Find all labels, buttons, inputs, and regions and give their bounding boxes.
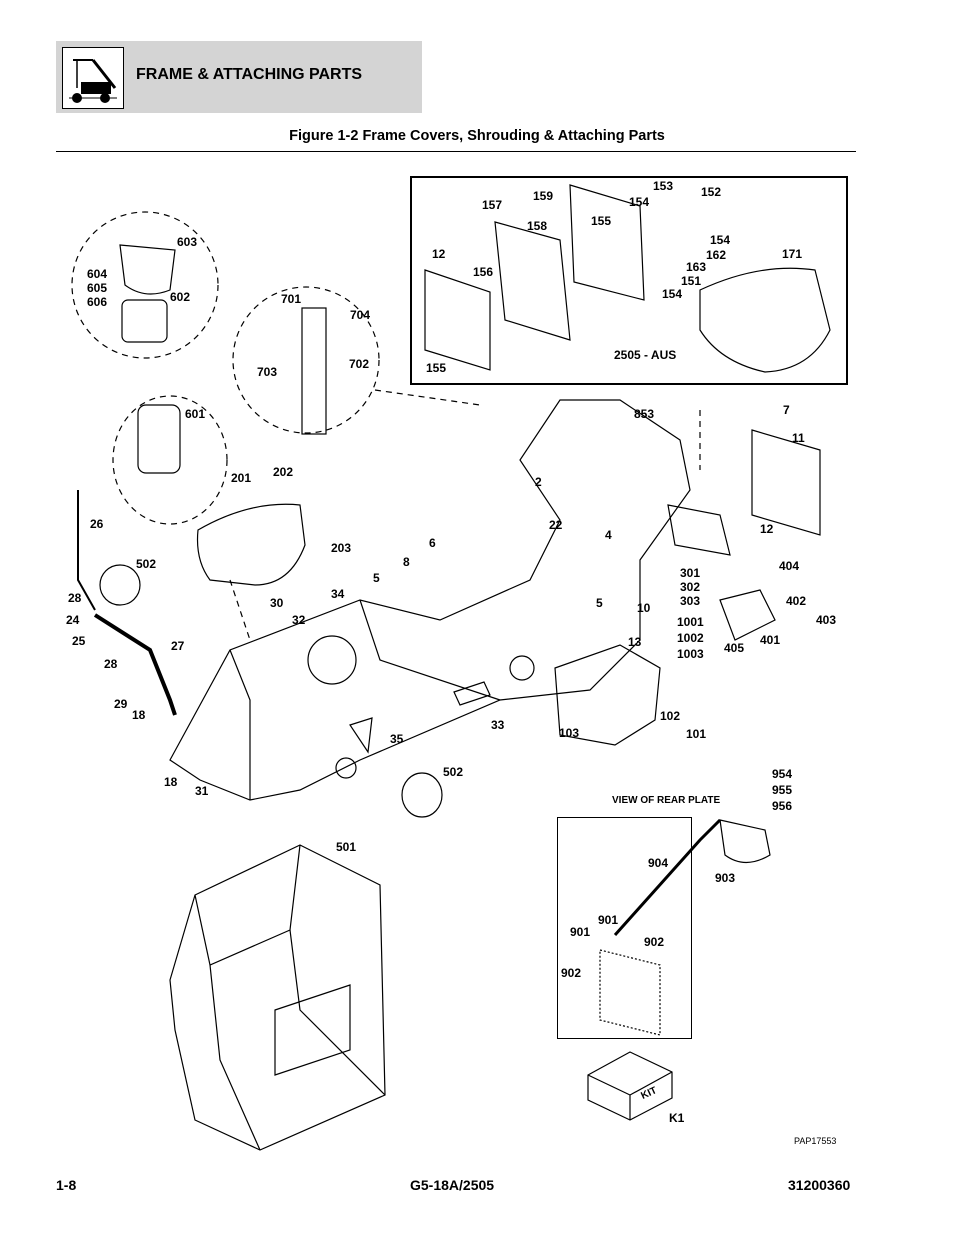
callout-label: 22	[549, 518, 563, 532]
callout-label: 604	[87, 267, 108, 281]
callout-label: 301	[680, 566, 701, 580]
inset-aus-rear-plate	[410, 176, 848, 385]
callout-label: 153	[653, 179, 674, 193]
callout-label: 902	[644, 935, 665, 949]
callout-label: 502	[136, 557, 157, 571]
callout-label: 28	[68, 591, 82, 605]
callout-label: 12	[432, 247, 446, 261]
callout-label: 502	[443, 765, 464, 779]
callout-label: 902	[561, 966, 582, 980]
callout-label: 154	[662, 287, 683, 301]
callout-label: 4	[605, 528, 612, 542]
callout-label: 702	[349, 357, 370, 371]
callout-label: 956	[772, 799, 793, 813]
callout-label: 404	[779, 559, 800, 573]
callout-label: 10	[637, 601, 651, 615]
callout-label: 901	[570, 925, 591, 939]
callout-label: 402	[786, 594, 807, 608]
callout-label: 203	[331, 541, 352, 555]
callout-label: 159	[533, 189, 554, 203]
inset-rear-plate-view	[557, 817, 692, 1039]
title-rule	[56, 151, 856, 152]
telehandler-icon	[62, 47, 124, 109]
callout-label: 701	[281, 292, 302, 306]
callout-label: 18	[164, 775, 178, 789]
callout-label: 303	[680, 594, 701, 608]
callout-label: 33	[491, 718, 505, 732]
callout-label: 201	[231, 471, 252, 485]
inset-caption-rear-plate: VIEW OF REAR PLATE	[612, 795, 721, 806]
callout-label: 5	[373, 571, 380, 585]
callout-label: 158	[527, 219, 548, 233]
callout-label: 24	[66, 613, 80, 627]
callout-label: 163	[686, 260, 707, 274]
callout-label: 32	[292, 613, 306, 627]
callout-label: 601	[185, 407, 206, 421]
callout-label: 401	[760, 633, 781, 647]
callout-label: 154	[629, 195, 650, 209]
callout-label: 1001	[677, 615, 704, 629]
section-title: FRAME & ATTACHING PARTS	[136, 66, 363, 83]
callout-label: 5	[596, 596, 603, 610]
image-code: PAP17553	[794, 1136, 837, 1146]
callout-label: 6	[429, 536, 436, 550]
callout-label: 156	[473, 265, 494, 279]
callout-label: 602	[170, 290, 191, 304]
callout-label: 704	[350, 308, 371, 322]
callout-label: 403	[816, 613, 837, 627]
callout-label: 151	[681, 274, 702, 288]
callout-label: 155	[591, 214, 612, 228]
callout-label: 2	[535, 475, 542, 489]
callout-label: 162	[706, 248, 727, 262]
callout-label: 703	[257, 365, 278, 379]
callout-label: 154	[710, 233, 731, 247]
callout-label: 954	[772, 767, 793, 781]
callout-label: 605	[87, 281, 108, 295]
figure-title: Figure 1-2 Frame Covers, Shrouding & Att…	[289, 128, 665, 144]
callout-label: 12	[760, 522, 774, 536]
callout-label: 26	[90, 517, 104, 531]
callout-label: 904	[648, 856, 669, 870]
callout-label: 955	[772, 783, 793, 797]
callout-label: 302	[680, 580, 701, 594]
inset-caption-aus: 2505 - AUS	[614, 348, 677, 362]
callout-label: 11	[792, 431, 805, 445]
callout-label: 155	[426, 361, 447, 375]
callout-label: 903	[715, 871, 736, 885]
callout-label: 7	[783, 403, 790, 417]
callout-label: 405	[724, 641, 745, 655]
callout-label: 103	[559, 726, 580, 740]
callout-label: 34	[331, 587, 345, 601]
callout-label: 603	[177, 235, 198, 249]
callout-label: 901	[598, 913, 619, 927]
model-number: G5-18A/2505	[410, 1177, 495, 1193]
callout-label: 102	[660, 709, 681, 723]
callout-label: 8	[403, 555, 410, 569]
callout-label: 28	[104, 657, 118, 671]
callout-label: 157	[482, 198, 503, 212]
callout-label: 101	[686, 727, 707, 741]
callout-label: 35	[390, 732, 404, 746]
callout-label: 25	[72, 634, 86, 648]
callout-label: 18	[132, 708, 146, 722]
callout-label: 152	[701, 185, 722, 199]
callout-label: 29	[114, 697, 128, 711]
callout-label: 30	[270, 596, 284, 610]
page-number: 1-8	[56, 1177, 77, 1193]
callout-label: 171	[782, 247, 803, 261]
callout-label: K1	[669, 1111, 685, 1125]
callout-label: 1003	[677, 647, 704, 661]
callout-label: 853	[634, 407, 655, 421]
callout-label: 606	[87, 295, 108, 309]
callout-label: 13	[628, 635, 642, 649]
callout-label: 501	[336, 840, 357, 854]
document-number: 31200360	[788, 1177, 851, 1193]
callout-label: 202	[273, 465, 294, 479]
section-header: FRAME & ATTACHING PARTS	[56, 41, 422, 113]
callout-label: 31	[195, 784, 209, 798]
callout-label: 27	[171, 639, 185, 653]
callout-label: 1002	[677, 631, 704, 645]
